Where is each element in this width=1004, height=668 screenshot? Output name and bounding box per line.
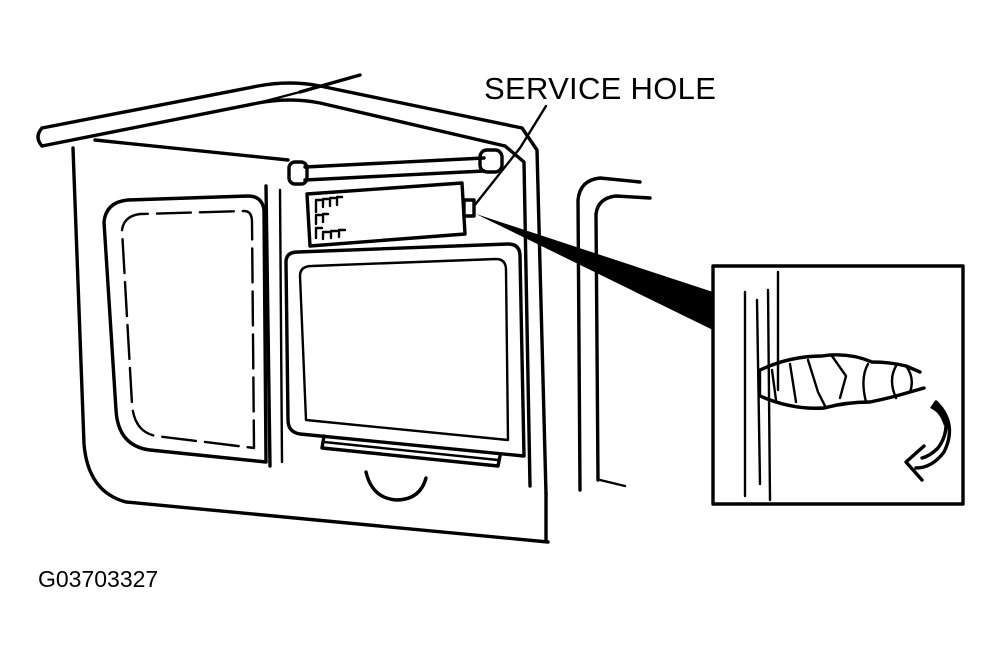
door-outer-frame xyxy=(71,126,550,544)
rod-end-left xyxy=(287,160,309,186)
cover-label-marks xyxy=(314,195,347,241)
service-hole-cover xyxy=(305,181,476,248)
roof-frame xyxy=(36,73,524,162)
service-hole-clip xyxy=(462,198,476,218)
screwdriver xyxy=(758,353,926,410)
service-hole-leader xyxy=(472,104,548,208)
callout-wedge xyxy=(476,214,713,330)
support-rod xyxy=(287,148,504,186)
service-hole-label: SERVICE HOLE xyxy=(484,71,717,106)
figure-id: G03703327 xyxy=(38,566,159,592)
rotation-arrow-icon xyxy=(904,400,952,482)
detail-inset xyxy=(711,264,965,506)
handle-recess xyxy=(364,470,428,502)
center-window xyxy=(284,242,526,468)
right-panel xyxy=(576,176,652,492)
center-post xyxy=(264,184,284,468)
rod-end-right xyxy=(478,148,504,174)
left-window xyxy=(102,194,268,464)
